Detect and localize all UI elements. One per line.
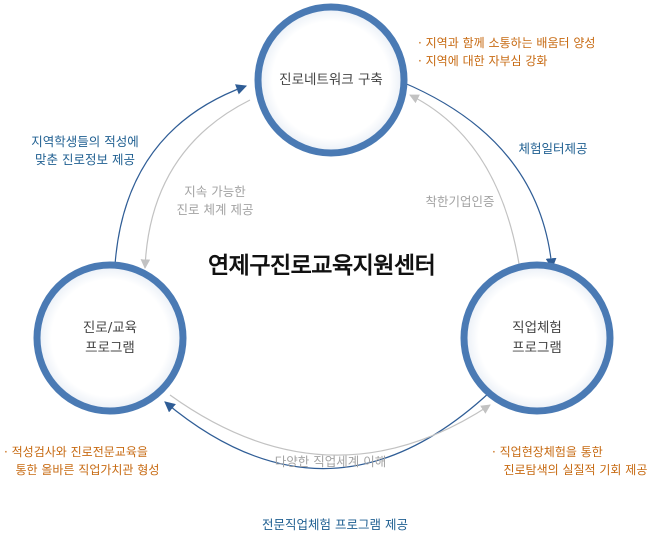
- outer-label-right: 체험일터제공: [518, 141, 588, 156]
- inner-label-right: 착한기업인증: [425, 194, 495, 209]
- inner-label-bottom: 다양한 직업세계 이해: [274, 454, 387, 469]
- arrow-right-to-left: [164, 391, 491, 470]
- note-top: · 지역과 함께 소통하는 배움터 양성 · 지역에 대한 자부심 강화: [418, 36, 596, 68]
- outer-label-left: 지역학생들의 적성에 맞춘 진로정보 제공: [31, 134, 139, 167]
- arrow-top-to-right: [401, 81, 557, 270]
- node-top-label: 진로네트워크 구축: [279, 72, 383, 88]
- inner-label-left: 지속 가능한 진로 체계 제공: [176, 184, 254, 217]
- note-left: · 적성검사와 진로전문교육을 통한 올바른 직업가치관 형성: [4, 445, 160, 477]
- center-title: 연제구진로교육지원센터: [208, 253, 436, 279]
- arrow-inner-top-to-left: [140, 99, 251, 269]
- node-left-label: 진로/교육 프로그램: [82, 320, 138, 356]
- node-top-circle: [254, 3, 408, 157]
- arrow-inner-right-to-top: [409, 94, 521, 271]
- node-right-label: 직업체험 프로그램: [512, 320, 562, 356]
- arrow-left-to-top: [114, 84, 248, 266]
- note-right: · 직업현장체험을 통한 진로탐색의 실질적 기회 제공: [492, 445, 648, 477]
- outer-label-bottom: 전문직업체험 프로그램 제공: [262, 517, 408, 532]
- node-left-circle: [33, 261, 187, 415]
- arrow-inner-left-to-right: [169, 394, 491, 456]
- node-right-circle: [460, 261, 614, 415]
